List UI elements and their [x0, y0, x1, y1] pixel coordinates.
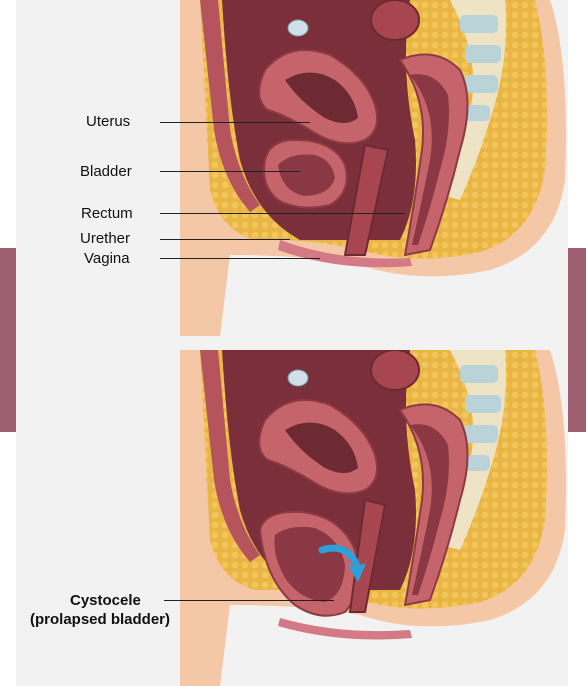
uterus-shape [258, 49, 378, 145]
ovary [287, 19, 309, 37]
label-vagina: Vagina [84, 250, 130, 267]
leader-uterus [160, 122, 310, 123]
prolapse-arrow-icon [318, 544, 366, 582]
leader-vagina [160, 258, 320, 259]
label-rectum: Rectum [81, 205, 133, 222]
colon-loop [370, 0, 420, 41]
abdominal-muscle [200, 0, 260, 212]
ovary [287, 369, 309, 387]
label-cystocele-subtitle: (prolapsed bladder) [30, 611, 171, 628]
abdominal-muscle [200, 350, 260, 562]
leader-rectum [160, 213, 405, 214]
vagina-canal [343, 143, 390, 256]
leader-cystocele [164, 600, 334, 601]
perineum [278, 240, 412, 268]
right-accent-bar [568, 248, 586, 432]
label-urether: Urether [80, 230, 131, 247]
perineum [278, 618, 412, 640]
leader-urether [160, 239, 290, 240]
left-accent-bar [0, 248, 16, 432]
pelvis-cystocele-illustration [180, 350, 566, 686]
uterus-shape [258, 399, 378, 495]
label-cystocele: Cystocele [70, 592, 141, 609]
label-bladder: Bladder [80, 163, 132, 180]
colon-loop [370, 350, 420, 391]
leader-bladder [160, 171, 300, 172]
label-uterus: Uterus [86, 113, 131, 130]
pelvis-normal-illustration [180, 0, 566, 336]
